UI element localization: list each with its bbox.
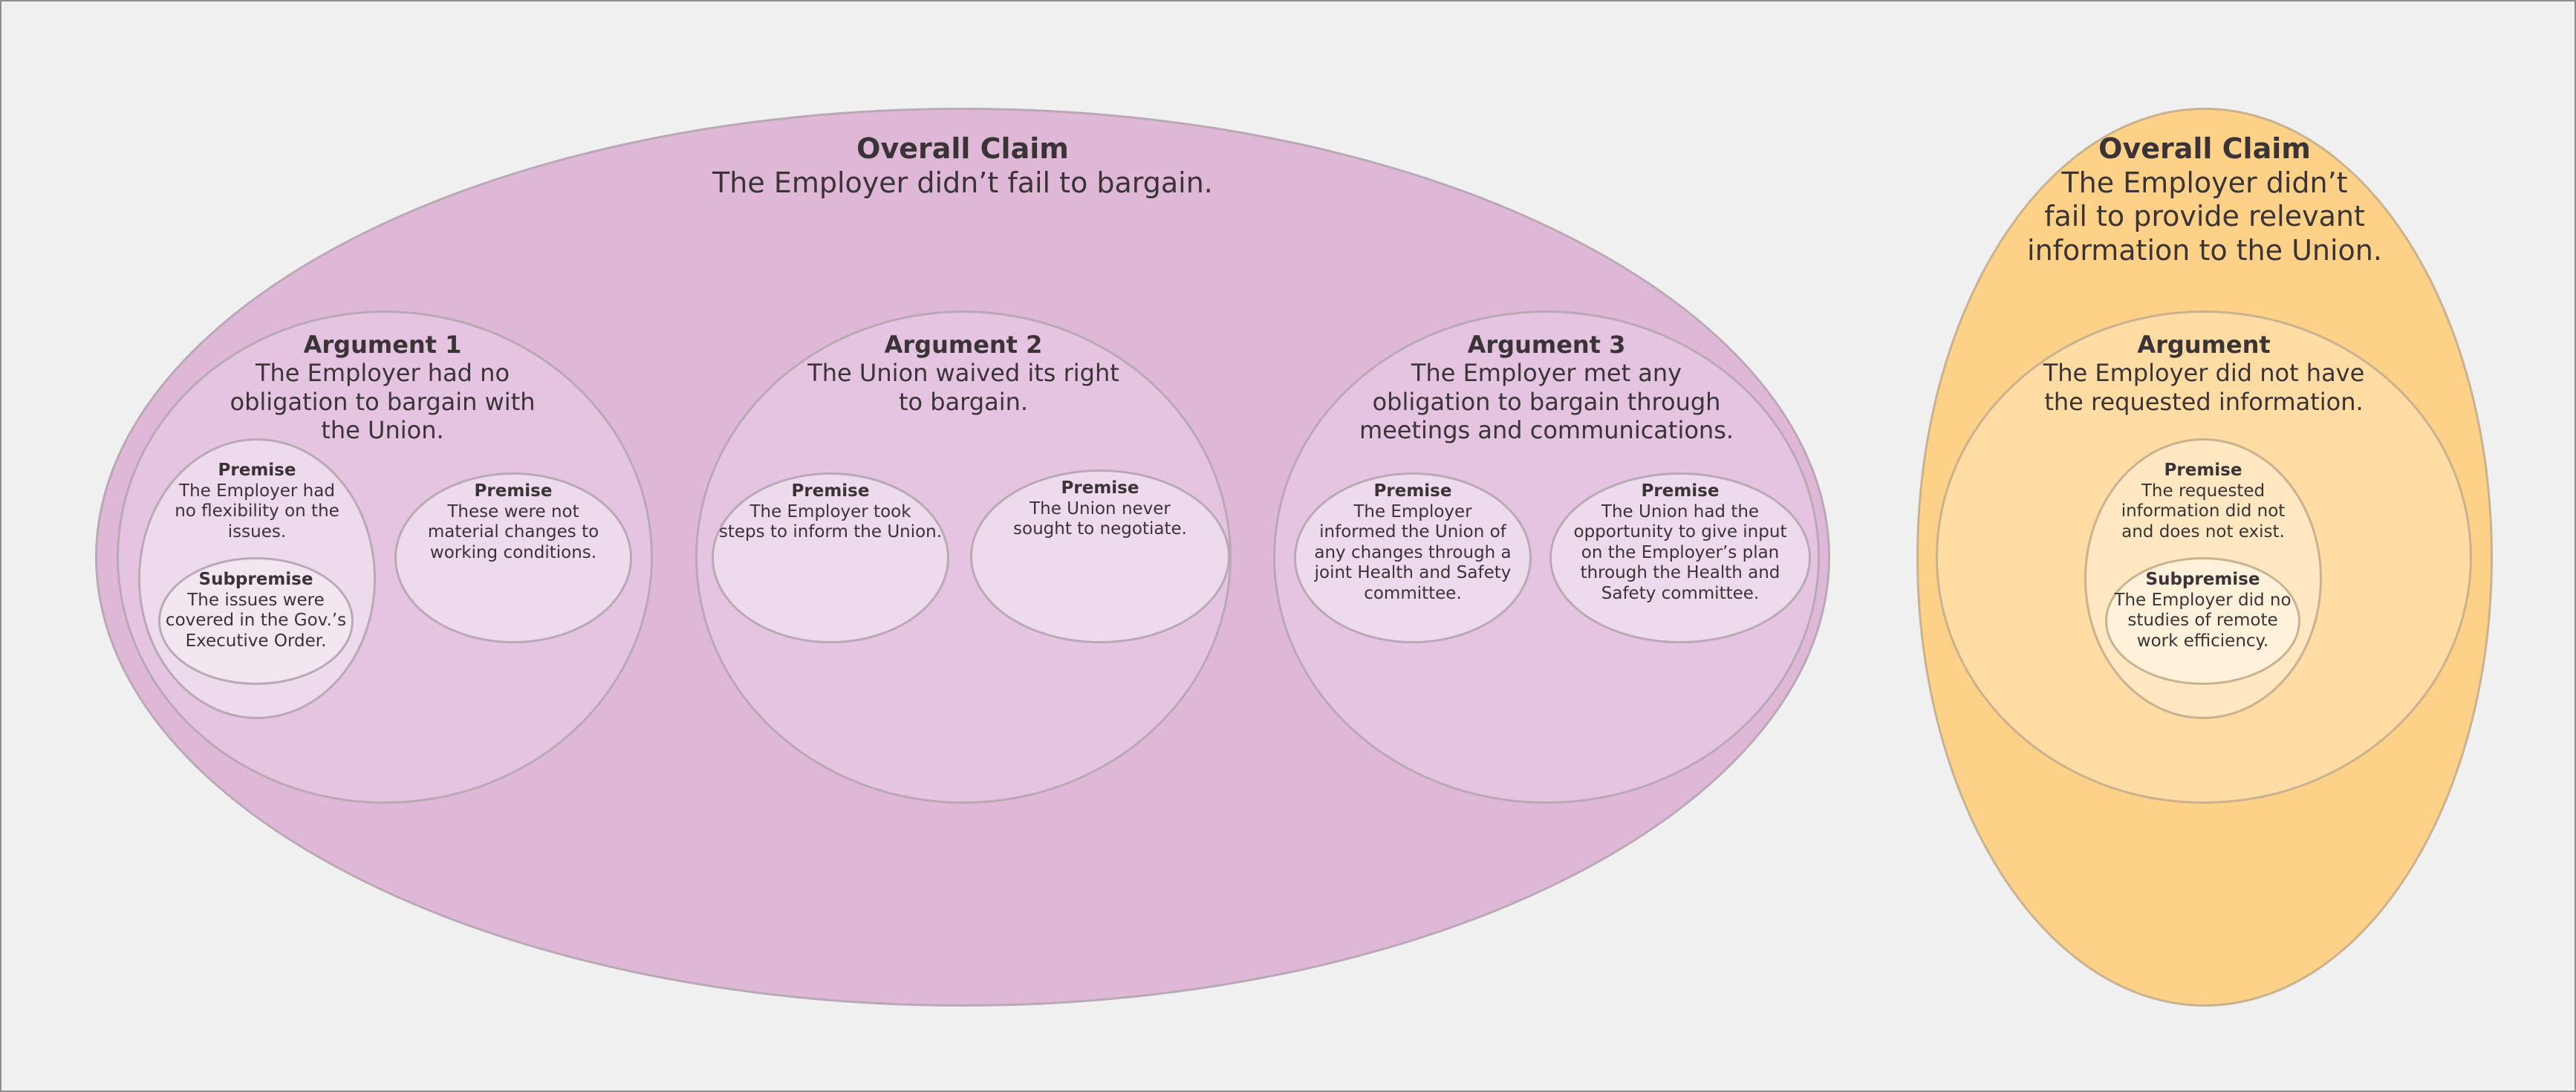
premise-line: The requested <box>2141 481 2266 501</box>
argument1-subpremise-text: Subpremise The issues were covered in th… <box>163 570 349 651</box>
premise-line: Safety committee. <box>1601 583 1760 603</box>
premise-line: and does not exist. <box>2121 521 2285 542</box>
premise-line: The Employer took <box>749 501 911 521</box>
right-premise-text: Premise The requested information did no… <box>2099 461 2307 542</box>
right-overall-claim-line: The Employer didn’t <box>2061 166 2348 199</box>
right-overall-claim-title: Overall Claim <box>2098 132 2311 165</box>
premise-line: joint Health and Safety <box>1314 563 1512 583</box>
argument3-text: Argument 3 The Employer met any obligati… <box>1353 331 1740 445</box>
argument1-subpremise-ellipse <box>158 557 354 685</box>
left-overall-claim-text: Overall Claim The Employer didn’t fail t… <box>666 132 1260 200</box>
premise-title: Premise <box>1061 478 1139 498</box>
subpremise-line: Executive Order. <box>185 631 327 651</box>
argument3-premise2-text: Premise The Union had the opportunity to… <box>1554 481 1806 605</box>
argument1-line: obligation to bargain with <box>230 387 536 416</box>
premise-title: Premise <box>218 461 296 480</box>
premise-line: committee. <box>1364 583 1462 603</box>
argument3-line: meetings and communications. <box>1359 416 1734 445</box>
premise-title: Premise <box>1373 481 1452 501</box>
argument3-line: obligation to bargain through <box>1372 387 1721 416</box>
right-subpremise-text: Subpremise The Employer did no studies o… <box>2110 570 2296 651</box>
argument2-premise2-text: Premise The Union never sought to negoti… <box>985 478 1215 540</box>
argument3-line: The Employer met any <box>1411 359 1682 388</box>
premise-line: on the Employer’s plan <box>1581 542 1780 562</box>
premise-line: information did not <box>2121 501 2286 521</box>
premise-title: Premise <box>1641 481 1720 501</box>
argument1-line: The Employer had no <box>255 359 510 388</box>
argument2-line: The Union waived its right <box>807 359 1119 388</box>
left-overall-claim-title: Overall Claim <box>856 132 1069 165</box>
right-overall-claim-line: fail to provide relevant <box>2044 200 2365 233</box>
premise-line: working conditions. <box>429 542 597 562</box>
argument2-line: to bargain. <box>898 387 1029 416</box>
argument2-premise2-ellipse <box>970 469 1230 643</box>
argument3-premise1-ellipse <box>1294 472 1532 643</box>
argument1-line: the Union. <box>321 416 444 445</box>
argument1-text: Argument 1 The Employer had no obligatio… <box>215 331 550 445</box>
left-overall-claim-body: The Employer didn’t fail to bargain. <box>712 166 1213 199</box>
premise-line: material changes to <box>427 522 599 542</box>
subpremise-line: The issues were <box>187 590 325 610</box>
premise-line: steps to inform the Union. <box>718 522 943 542</box>
subpremise-line: The Employer did no <box>2114 590 2292 610</box>
premise-line: issues. <box>227 521 287 542</box>
argument2-text: Argument 2 The Union waived its right to… <box>796 331 1131 416</box>
argument1-premise2-ellipse <box>394 472 632 643</box>
premise-line: The Employer <box>1353 501 1472 521</box>
premise-line: The Union never <box>1030 498 1171 519</box>
premise-line: any changes through a <box>1314 542 1512 562</box>
argument1-premise2-text: Premise These were not material changes … <box>409 481 617 563</box>
argument3-title: Argument 3 <box>1467 331 1626 359</box>
right-argument-line: the requested information. <box>2044 387 2364 416</box>
argument2-premise1-text: Premise The Employer took steps to infor… <box>715 481 946 543</box>
argument1-premise1-text: Premise The Employer had no flexibility … <box>153 461 361 542</box>
premise-line: opportunity to give input <box>1573 522 1787 542</box>
right-overall-claim-text: Overall Claim The Employer didn’t fail t… <box>1982 132 2427 267</box>
argument3-premise2-ellipse <box>1549 472 1811 643</box>
right-argument-text: Argument The Employer did not have the r… <box>2037 331 2371 416</box>
premise-title: Premise <box>2164 461 2242 480</box>
subpremise-title: Subpremise <box>2145 570 2260 589</box>
right-premise-ellipse <box>2084 438 2322 719</box>
subpremise-line: work efficiency. <box>2136 631 2269 651</box>
subpremise-line: covered in the Gov.’s <box>165 611 347 631</box>
subpremise-title: Subpremise <box>198 570 313 589</box>
premise-line: no flexibility on the <box>175 501 339 521</box>
premise-line: The Employer had <box>179 481 335 501</box>
premise-title: Premise <box>474 481 553 501</box>
right-overall-claim-line: information to the Union. <box>2027 233 2382 267</box>
premise-line: These were not <box>447 501 579 521</box>
premise-line: The Union had the <box>1601 501 1760 521</box>
argument3-premise1-text: Premise The Employer informed the Union … <box>1305 481 1520 605</box>
argument2-premise1-ellipse <box>712 472 949 643</box>
premise-line: sought to negotiate. <box>1013 519 1187 539</box>
argument2-title: Argument 2 <box>884 331 1043 359</box>
right-argument-title: Argument <box>2137 331 2271 359</box>
right-subpremise-ellipse <box>2105 557 2300 685</box>
premise-title: Premise <box>791 481 870 501</box>
argument1-title: Argument 1 <box>303 331 462 359</box>
premise-line: through the Health and <box>1580 563 1780 583</box>
right-argument-ellipse <box>1936 311 2472 804</box>
premise-line: informed the Union of <box>1319 522 1506 542</box>
right-argument-line: The Employer did not have <box>2043 359 2365 388</box>
subpremise-line: studies of remote <box>2127 611 2278 631</box>
